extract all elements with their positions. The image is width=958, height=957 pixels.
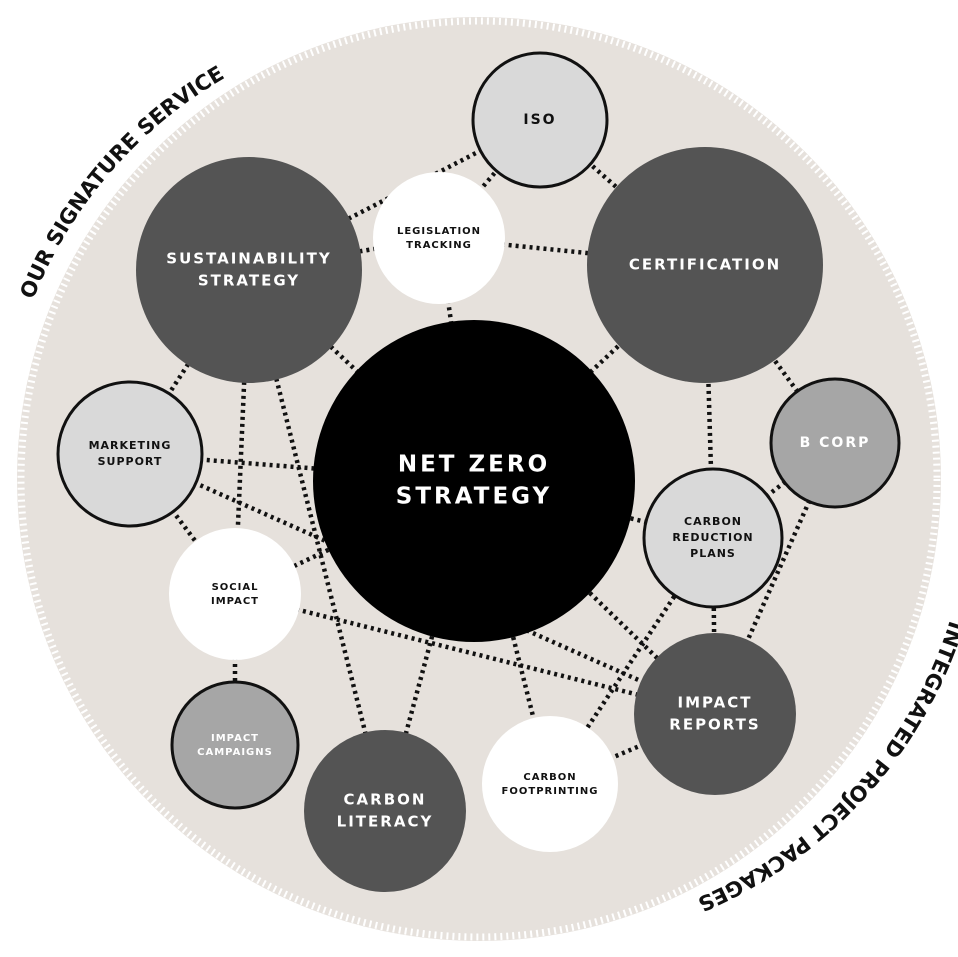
node-circle-certification xyxy=(587,147,823,383)
service-nodes: NET ZERO STRATEGY SUSTAINABILITY STRATEGY CE… xyxy=(56,51,901,892)
node-circle-social-impact xyxy=(169,528,301,660)
node-circle-sustainability xyxy=(136,157,362,383)
link-iso-to-legislation xyxy=(437,118,542,240)
node-label-carbon-reduction: REDUCTION xyxy=(672,531,753,544)
node-carbon-literacy: CARBON LITERACY xyxy=(304,730,466,892)
node-legislation: LEGISLATION TRACKING xyxy=(373,172,505,304)
node-net-zero: NET ZERO STRATEGY xyxy=(313,320,635,642)
node-label-carbon-reduction: PLANS xyxy=(690,547,736,560)
node-label-legislation: LEGISLATION xyxy=(397,226,481,237)
node-label-marketing: MARKETING xyxy=(89,439,172,452)
node-circle-carbon-footprinting xyxy=(482,716,618,852)
node-label-marketing: SUPPORT xyxy=(98,455,163,468)
node-circle-bcorp xyxy=(769,377,901,509)
node-circle-net-zero xyxy=(313,320,635,642)
node-label-net-zero: NET ZERO xyxy=(398,452,550,478)
node-circle-impact-reports xyxy=(634,633,796,795)
node-label-net-zero: STRATEGY xyxy=(396,484,552,510)
node-carbon-reduction: CARBON REDUCTION PLANS xyxy=(642,467,784,609)
node-social-impact: SOCIAL IMPACT xyxy=(169,528,301,660)
node-label-impact-campaigns: CAMPAIGNS xyxy=(197,747,273,758)
node-iso: ISO xyxy=(471,51,609,189)
node-label-impact-campaigns: IMPACT xyxy=(211,733,259,744)
node-impact-reports: IMPACT REPORTS xyxy=(634,633,796,795)
node-marketing: MARKETING SUPPORT xyxy=(56,380,204,528)
node-label-carbon-footprinting: CARBON xyxy=(523,772,576,783)
node-circle-iso xyxy=(471,51,609,189)
node-label-sustainability: STRATEGY xyxy=(198,272,300,290)
node-bcorp: B CORP xyxy=(769,377,901,509)
node-label-social-impact: SOCIAL xyxy=(212,582,259,593)
node-sustainability: SUSTAINABILITY STRATEGY xyxy=(136,157,362,383)
node-label-social-impact: IMPACT xyxy=(211,596,259,607)
node-circle-carbon-literacy xyxy=(304,730,466,892)
node-label-carbon-literacy: LITERACY xyxy=(337,813,434,831)
node-label-carbon-reduction: CARBON xyxy=(684,515,742,528)
node-circle-impact-campaigns xyxy=(170,680,300,810)
node-label-carbon-footprinting: FOOTPRINTING xyxy=(502,786,599,797)
node-label-bcorp: B CORP xyxy=(800,435,871,451)
node-circle-carbon-reduction xyxy=(642,467,784,609)
node-label-legislation: TRACKING xyxy=(406,240,472,251)
node-impact-campaigns: IMPACT CAMPAIGNS xyxy=(170,680,300,810)
link-social-impact-to-impact-reports xyxy=(234,591,716,717)
node-label-iso: ISO xyxy=(523,112,556,128)
node-certification: CERTIFICATION xyxy=(587,147,823,383)
node-label-certification: CERTIFICATION xyxy=(629,256,781,274)
link-sustainability-to-social-impact xyxy=(232,269,252,595)
node-label-carbon-literacy: CARBON xyxy=(344,791,427,809)
node-label-sustainability: SUSTAINABILITY xyxy=(166,250,331,268)
node-label-impact-reports: IMPACT xyxy=(678,694,753,712)
node-label-impact-reports: REPORTS xyxy=(669,716,760,734)
node-circle-legislation xyxy=(373,172,505,304)
node-circle-marketing xyxy=(56,380,204,528)
link-marketing-to-impact-reports xyxy=(129,451,716,717)
node-carbon-footprinting: CARBON FOOTPRINTING xyxy=(482,716,618,852)
backdrop-disc-edge xyxy=(17,17,941,941)
